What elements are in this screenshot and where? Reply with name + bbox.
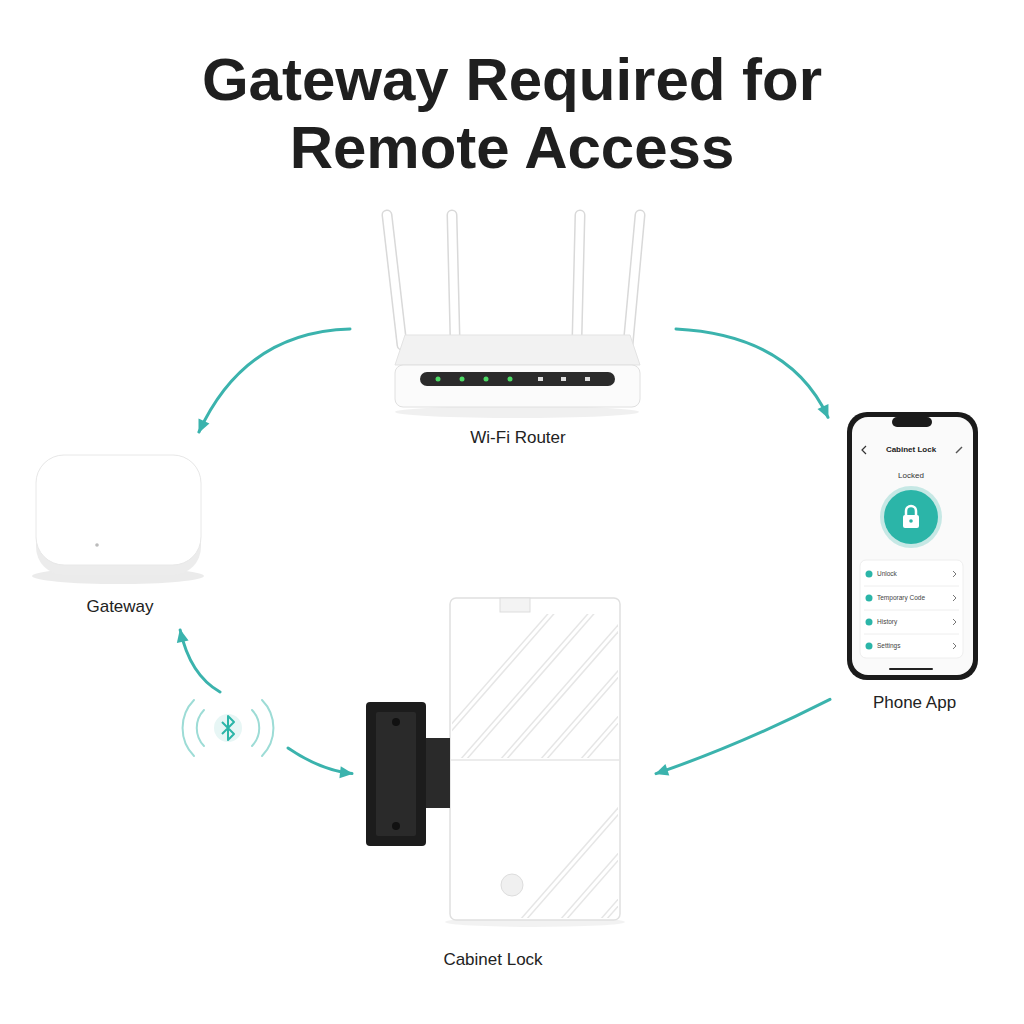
gateway-node: Gateway — [26, 440, 214, 628]
flow-arrow — [656, 699, 830, 773]
gateway-illustration — [32, 455, 204, 584]
flow-arrow — [199, 329, 350, 432]
title: Gateway Required for Remote Access — [192, 46, 832, 182]
phone-node: Phone App — [838, 408, 991, 718]
node-label: Gateway — [26, 596, 214, 618]
lock-node: Cabinet Lock — [358, 595, 628, 975]
status-text: Locked — [871, 470, 951, 481]
bluetooth-symbol — [183, 700, 274, 756]
router-illustration — [387, 215, 640, 418]
node-label: Phone App — [838, 692, 991, 714]
node-label: Cabinet Lock — [358, 949, 628, 971]
flow-arrow — [180, 630, 352, 774]
node-label: Wi-Fi Router — [374, 427, 662, 449]
menu-item: History — [877, 617, 951, 627]
router-node: Wi-Fi Router — [374, 205, 662, 453]
flow-arrow — [676, 329, 828, 417]
phone-illustration — [847, 412, 978, 680]
screen-header: Cabinet Lock — [866, 444, 956, 455]
menu-item: Temporary Code — [877, 593, 951, 603]
menu-item: Unlock — [877, 569, 951, 579]
menu-item: Settings — [877, 641, 951, 651]
